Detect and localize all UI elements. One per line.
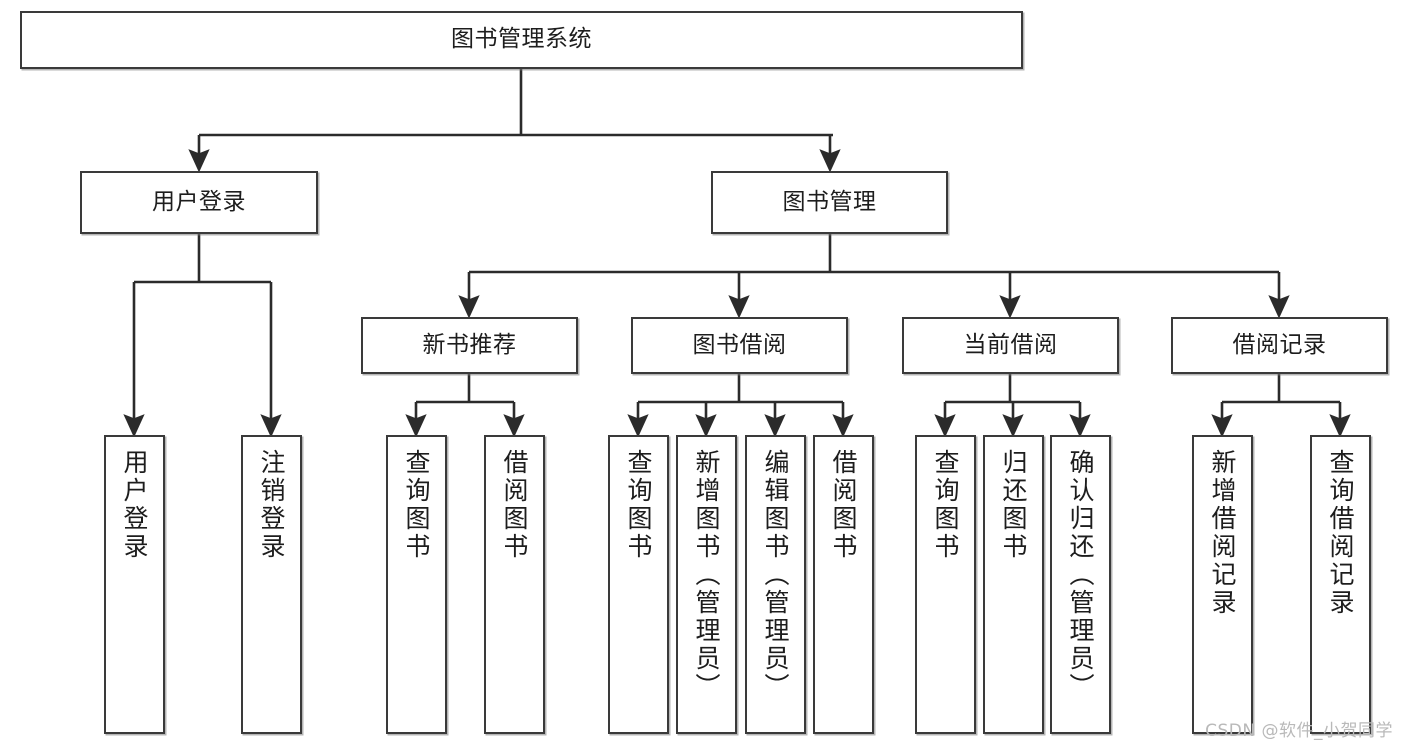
- leaf-logout-label: 注销登录: [257, 449, 286, 561]
- leaf-add-borrow-record-label: 新增借阅记录: [1208, 449, 1237, 617]
- leaf-confirm-return-admin[interactable]: 确认归还（管理员）: [1050, 435, 1111, 734]
- leaf-query-book-borrow-label: 查询图书: [624, 449, 653, 561]
- leaf-query-borrow-record-label: 查询借阅记录: [1326, 449, 1355, 617]
- node-current-borrow[interactable]: 当前借阅: [902, 317, 1119, 374]
- node-new-book-recommend[interactable]: 新书推荐: [361, 317, 578, 374]
- leaf-borrow-book-new[interactable]: 借阅图书: [484, 435, 545, 734]
- leaf-borrow-book[interactable]: 借阅图书: [813, 435, 874, 734]
- leaf-logout[interactable]: 注销登录: [241, 435, 302, 734]
- node-user-login-label: 用户登录: [152, 188, 246, 215]
- leaf-confirm-return-admin-label: 确认归还（管理员）: [1066, 449, 1095, 701]
- node-borrow-record-label: 借阅记录: [1232, 331, 1327, 358]
- leaf-query-borrow-record[interactable]: 查询借阅记录: [1310, 435, 1371, 734]
- node-borrow-record[interactable]: 借阅记录: [1171, 317, 1388, 374]
- leaf-user-login-label: 用户登录: [120, 449, 149, 561]
- leaf-add-book-admin-label: 新增图书（管理员）: [692, 449, 721, 701]
- leaf-return-book-label: 归还图书: [999, 449, 1028, 561]
- leaf-query-book-borrow[interactable]: 查询图书: [608, 435, 669, 734]
- leaf-query-book-new-label: 查询图书: [402, 449, 431, 561]
- node-current-borrow-label: 当前借阅: [963, 331, 1058, 358]
- node-book-borrow-label: 图书借阅: [692, 331, 787, 358]
- leaf-query-book-current-label: 查询图书: [931, 449, 960, 561]
- leaf-edit-book-admin[interactable]: 编辑图书（管理员）: [745, 435, 806, 734]
- node-root-label: 图书管理系统: [451, 26, 592, 53]
- leaf-add-book-admin[interactable]: 新增图书（管理员）: [676, 435, 737, 734]
- node-book-management[interactable]: 图书管理: [711, 171, 948, 234]
- node-user-login[interactable]: 用户登录: [80, 171, 318, 234]
- leaf-borrow-book-label: 借阅图书: [829, 449, 858, 561]
- leaf-edit-book-admin-label: 编辑图书（管理员）: [761, 449, 790, 701]
- leaf-add-borrow-record[interactable]: 新增借阅记录: [1192, 435, 1253, 734]
- leaf-query-book-new[interactable]: 查询图书: [386, 435, 447, 734]
- leaf-query-book-current[interactable]: 查询图书: [915, 435, 976, 734]
- node-new-book-recommend-label: 新书推荐: [422, 331, 517, 358]
- leaf-return-book[interactable]: 归还图书: [983, 435, 1044, 734]
- leaf-user-login[interactable]: 用户登录: [104, 435, 165, 734]
- leaf-borrow-book-new-label: 借阅图书: [500, 449, 529, 561]
- node-root[interactable]: 图书管理系统: [20, 11, 1023, 69]
- csdn-watermark: CSDN @软件_小贺同学: [1205, 721, 1393, 741]
- node-book-borrow[interactable]: 图书借阅: [631, 317, 848, 374]
- node-book-management-label: 图书管理: [782, 188, 877, 215]
